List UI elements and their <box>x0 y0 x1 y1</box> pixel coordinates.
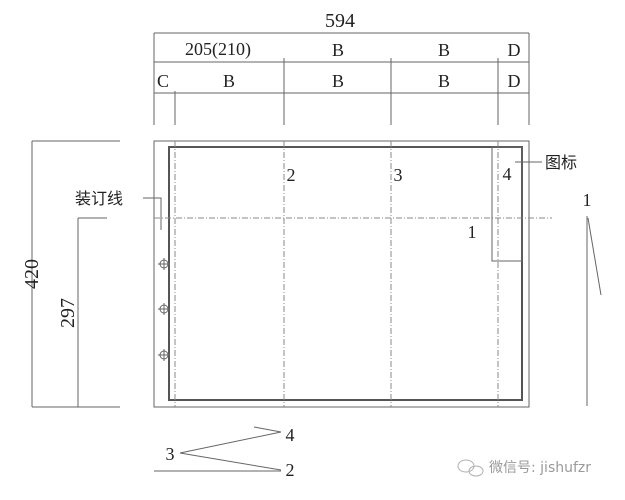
second-row-label-b1: B <box>223 71 235 91</box>
binding-hole-icon <box>158 303 170 315</box>
top-row-label-3: B <box>438 40 450 60</box>
title-block-label: 图标 <box>545 153 577 172</box>
fold-seq-start: 3 <box>166 444 175 464</box>
top-row-label-1: 205(210) <box>185 39 251 60</box>
fold-number-3: 3 <box>394 165 403 185</box>
second-row-label-b2: B <box>332 71 344 91</box>
side-fold-flap <box>587 217 602 296</box>
watermark-text: 微信号: jishufzr <box>489 460 591 476</box>
fold-seq-upper-tip <box>253 426 282 433</box>
fold-seq-lower-line <box>179 452 282 471</box>
title-block <box>491 146 523 262</box>
second-row-label-b3: B <box>438 71 450 91</box>
top-row-label-4: D <box>508 40 521 60</box>
fold-number-2: 2 <box>287 165 296 185</box>
binding-line-leader <box>143 197 162 230</box>
total-width-label: 594 <box>325 10 355 32</box>
side-fold-number-1: 1 <box>583 190 592 210</box>
top-row-label-2: B <box>332 40 344 60</box>
fold-number-4: 4 <box>503 164 512 184</box>
height-inner-label: 297 <box>57 298 79 328</box>
binding-hole-icon <box>158 258 170 270</box>
fold-seq-upper: 4 <box>286 425 295 445</box>
sheet-outer-border <box>153 140 530 408</box>
binding-hole-icon <box>158 349 170 361</box>
wechat-icon <box>457 459 484 477</box>
sheet-inner-frame <box>168 146 523 401</box>
fold-number-1: 1 <box>468 222 477 242</box>
second-row-label-d: D <box>508 71 521 91</box>
second-row-label-c: C <box>157 71 169 91</box>
binding-line-label: 装订线 <box>75 189 123 208</box>
height-outer-label: 420 <box>21 259 43 289</box>
fold-seq-upper-line <box>179 431 282 454</box>
fold-seq-lower: 2 <box>286 460 295 480</box>
